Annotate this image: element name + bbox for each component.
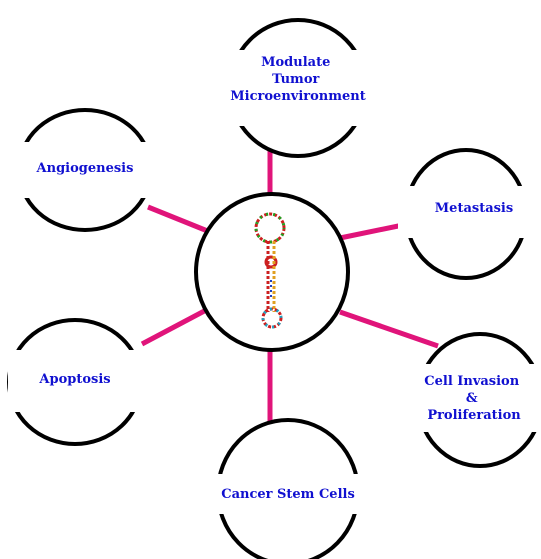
connector-invasion bbox=[340, 312, 438, 346]
node-apoptosis: Apoptosis bbox=[8, 320, 148, 444]
node-modulate: Modulate Tumor Microenvironment bbox=[220, 20, 380, 156]
center-node bbox=[196, 194, 348, 350]
connector-angiogenesis bbox=[148, 207, 210, 232]
node-stem-label: Cancer Stem Cells bbox=[221, 487, 355, 502]
node-modulate-line-3: Microenvironment bbox=[230, 89, 365, 104]
center-ellipse bbox=[196, 194, 348, 350]
node-angiogenesis-line-1: Angiogenesis bbox=[36, 161, 134, 176]
node-metastasis-line-1: Metastasis bbox=[435, 201, 513, 216]
node-invasion-line-1: Cell Invasion bbox=[424, 374, 519, 389]
node-apoptosis-line-1: Apoptosis bbox=[38, 372, 110, 387]
node-stem-line-1: Cancer Stem Cells bbox=[221, 487, 355, 502]
node-invasion-line-2: & bbox=[466, 391, 478, 406]
node-modulate-line-2: Tumor bbox=[272, 72, 319, 87]
node-invasion-line-3: Proliferation bbox=[427, 408, 521, 423]
node-modulate-line-1: Modulate bbox=[261, 55, 330, 70]
connector-apoptosis bbox=[142, 308, 210, 344]
node-metastasis: Metastasis bbox=[398, 150, 538, 278]
node-apoptosis-label: Apoptosis bbox=[38, 372, 110, 387]
node-invasion: Cell Invasion & Proliferation bbox=[406, 334, 541, 466]
node-metastasis-label: Metastasis bbox=[435, 201, 513, 216]
node-stem: Cancer Stem Cells bbox=[210, 420, 370, 559]
connector-metastasis bbox=[340, 224, 408, 238]
node-angiogenesis-label: Angiogenesis bbox=[36, 161, 134, 176]
node-angiogenesis: Angiogenesis bbox=[14, 110, 156, 230]
